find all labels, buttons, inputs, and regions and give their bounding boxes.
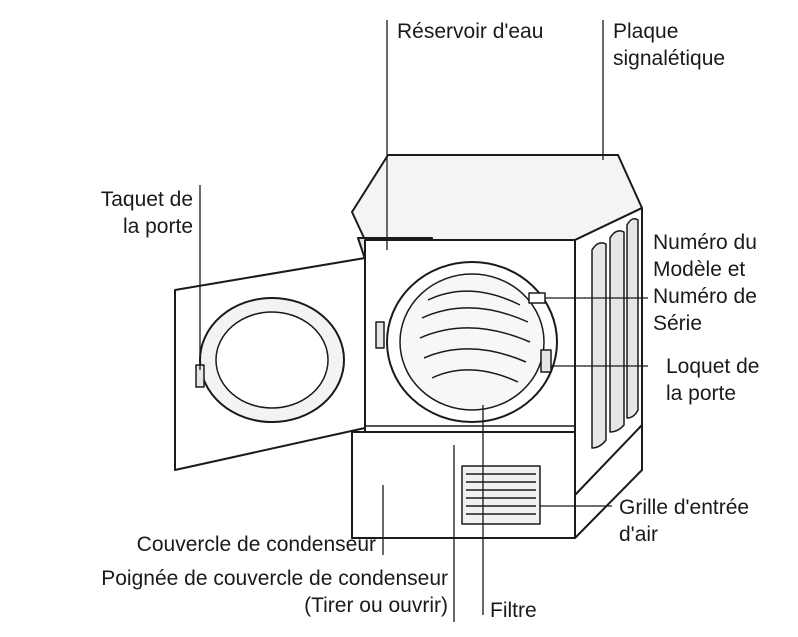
label-door-latch-line1: Loquet de — [666, 355, 760, 378]
label-air-grille: Grille d'entrée d'air — [619, 494, 749, 548]
label-model-serial-line3: Numéro de — [653, 285, 757, 308]
label-condenser-handle-line2: (Tirer ou ouvrir) — [304, 594, 448, 617]
label-water-tank: Réservoir d'eau — [397, 20, 544, 43]
label-air-grille-line2: d'air — [619, 523, 659, 546]
label-door-latch: Loquet de la porte — [666, 353, 759, 407]
label-model-serial: Numéro du Modèle et Numéro de Série — [653, 229, 757, 337]
label-door-catch-line1: Taquet de — [100, 188, 193, 211]
label-door-catch: Taquet de la porte — [101, 186, 193, 240]
label-rating-plate: Plaque signalétique — [613, 18, 725, 72]
air-inlet-grille — [461, 465, 541, 525]
label-filter: Filtre — [490, 599, 537, 622]
label-model-serial-line1: Numéro du — [653, 231, 757, 254]
label-door-latch-line2: la porte — [666, 382, 737, 405]
label-condenser-cover: Couvercle de condenseur — [136, 533, 376, 556]
label-rating-plate-line1: Plaque — [613, 20, 679, 43]
label-model-serial-line2: Modèle et — [653, 258, 746, 281]
label-model-serial-line4: Série — [653, 312, 703, 335]
label-air-grille-line1: Grille d'entrée — [619, 496, 750, 519]
dryer-top — [351, 154, 643, 241]
label-door-catch-line2: la porte — [122, 215, 193, 238]
label-condenser-handle: Poignée de couvercle de condenseur (Tire… — [101, 565, 448, 619]
label-condenser-handle-line1: Poignée de couvercle de condenseur — [101, 567, 448, 590]
door-latch — [540, 349, 552, 373]
label-rating-plate-line2: signalétique — [613, 47, 726, 70]
model-serial-plate — [528, 292, 546, 304]
